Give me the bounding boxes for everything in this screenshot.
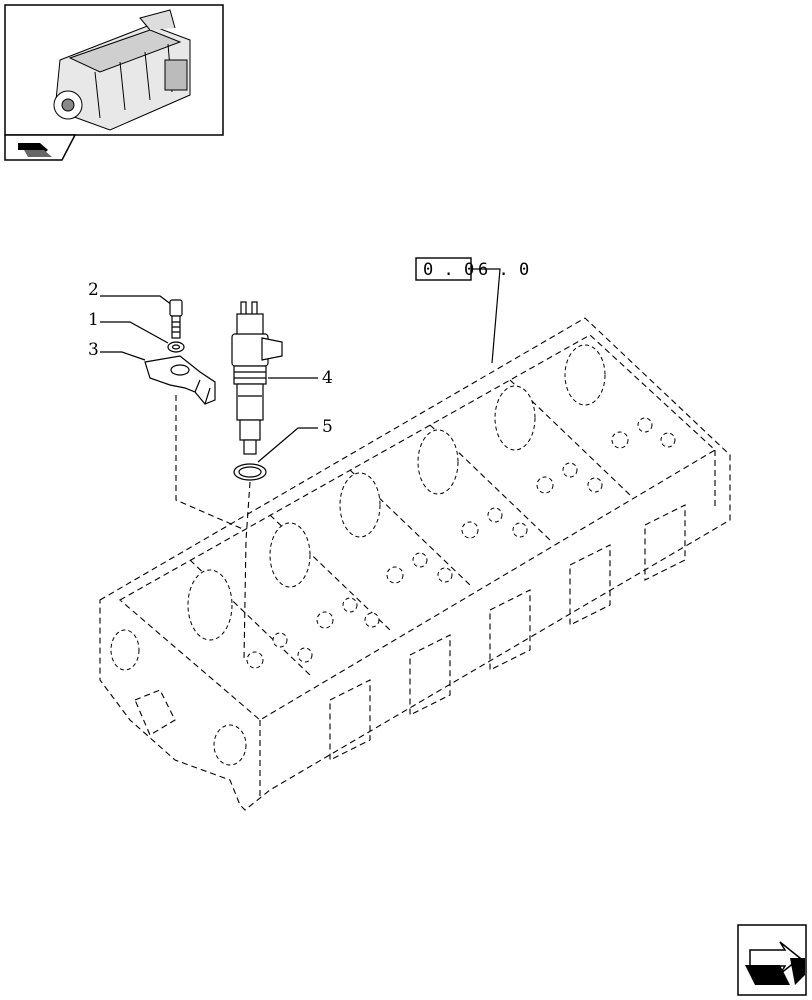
engine-thumbnail-icon [53,9,191,131]
seal-ring-part[interactable] [233,463,267,481]
valve-holes [246,417,676,669]
cylinder-head[interactable] [99,317,731,811]
reference-code-rest: 6 . 0 [478,260,529,280]
next-page-arrow-icon [745,941,805,985]
assembly-guides [175,395,251,661]
leader-lines [100,295,318,463]
reference-leader-line [471,268,501,364]
injector-part[interactable] [231,301,283,455]
washer-part[interactable] [167,341,185,353]
bolt-part[interactable] [169,299,183,339]
engine-thumbnail[interactable] [4,4,224,136]
front-ports [110,504,686,766]
next-page-button[interactable] [737,924,807,996]
callout-3: 3 [88,340,99,360]
clamp-bracket-part[interactable] [144,355,216,405]
reference-code-boxed: 0 . 0 [423,260,474,280]
callout-1: 1 [88,310,99,330]
section-tab[interactable] [4,134,77,161]
reference-code: 0 . 0 6 . 0 [415,257,529,364]
section-arrow-icon [18,143,52,157]
callout-5: 5 [322,417,333,437]
callout-4: 4 [322,368,333,388]
callout-2: 2 [88,280,99,300]
